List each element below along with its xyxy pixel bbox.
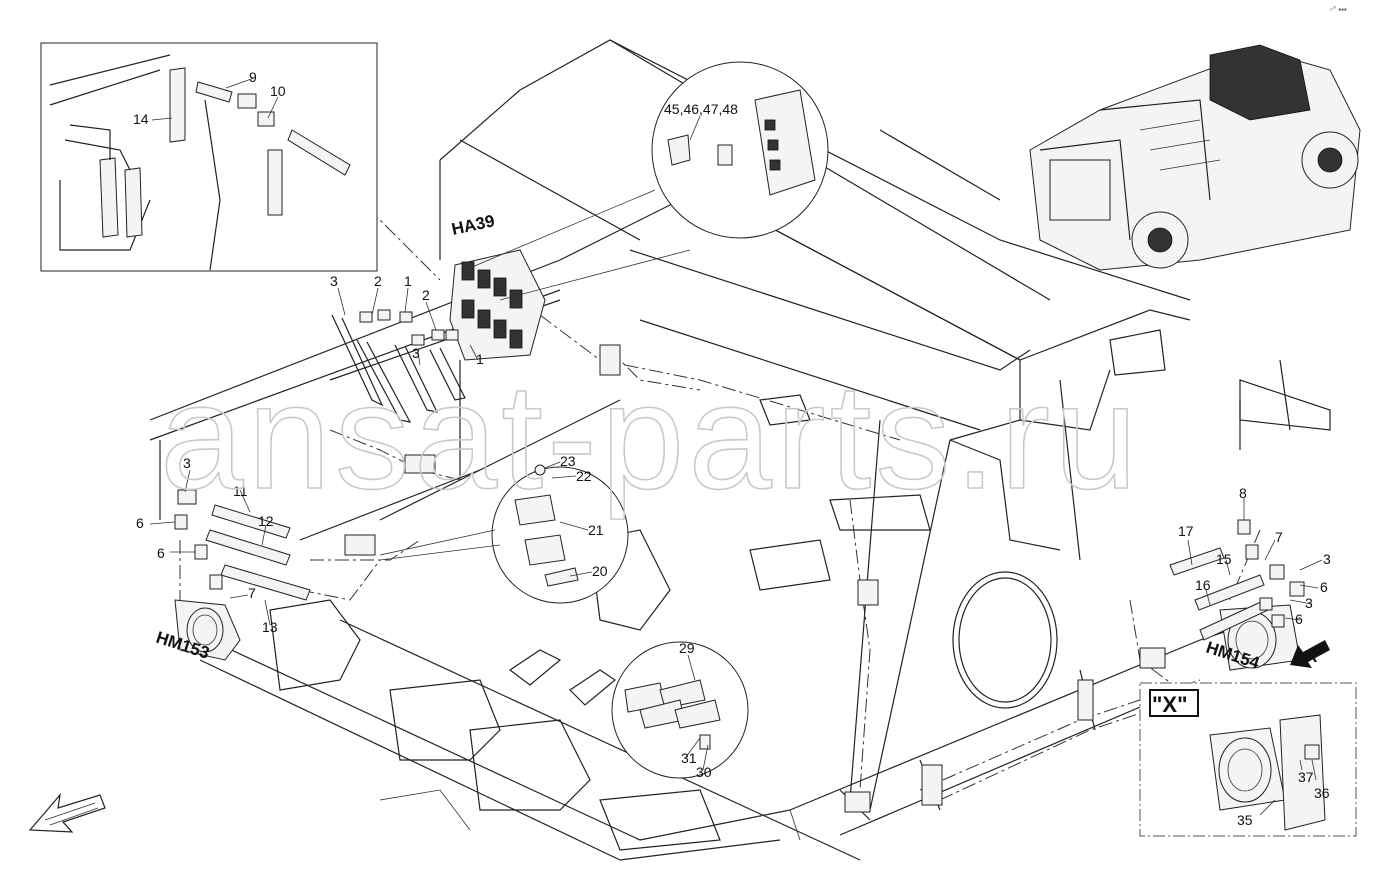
callout: 37 xyxy=(1298,769,1314,785)
inset-hose-detail xyxy=(40,42,378,272)
callout: 2 xyxy=(422,287,430,303)
callout: 13 xyxy=(262,619,278,635)
detail-view-x xyxy=(1139,682,1357,837)
callout: 15 xyxy=(1216,551,1232,567)
callout: 22 xyxy=(576,468,592,484)
label-valve-block: HA39 xyxy=(450,211,496,239)
callout: 23 xyxy=(560,453,576,469)
callout: 3 xyxy=(412,345,420,361)
callout: 3 xyxy=(1323,551,1331,567)
inset-clamp-detail xyxy=(611,641,749,779)
callout: 14 xyxy=(133,111,149,127)
callout: 2 xyxy=(374,273,382,289)
callout: 7 xyxy=(1275,529,1283,545)
callout: 6 xyxy=(1295,611,1303,627)
direction-arrow-icon xyxy=(28,793,106,833)
label-view-marker: X xyxy=(1306,647,1318,666)
inset-connector-detail xyxy=(464,61,829,301)
callout: 11 xyxy=(233,483,248,499)
label-detail-view: "X" xyxy=(1152,692,1188,717)
callout-numbers: 3 2 1 2 3 1 9 10 14 3 6 6 11 12 13 7 23 … xyxy=(133,69,1331,828)
machine-overview-image xyxy=(1029,44,1361,271)
callout-leaders xyxy=(149,77,1323,816)
callout: 20 xyxy=(592,563,608,579)
view-x-arrow-icon xyxy=(1290,640,1330,668)
hose-set-right xyxy=(1169,519,1305,641)
callout: 35 xyxy=(1237,812,1253,828)
callout: 3 xyxy=(1305,595,1313,611)
callout: 3 xyxy=(330,273,338,289)
callout: 1 xyxy=(476,351,484,367)
callout: 21 xyxy=(588,522,604,538)
callout: 6 xyxy=(157,545,165,561)
callout: 31 xyxy=(681,750,697,766)
valve-block xyxy=(449,249,546,361)
callout: 29 xyxy=(679,640,695,656)
callout: 45,46,47,48 xyxy=(664,101,738,117)
machine-frame xyxy=(149,39,1331,861)
hose-set-left xyxy=(174,489,311,601)
callout: 36 xyxy=(1314,785,1330,801)
callout: 3 xyxy=(183,455,191,471)
callout: 7 xyxy=(248,585,256,601)
page-marker: ▫° ▪▪▪ xyxy=(1330,5,1347,14)
callout: 6 xyxy=(1320,579,1328,595)
callout: 12 xyxy=(258,513,274,529)
inset-bracket-detail xyxy=(379,464,629,604)
callout: 1 xyxy=(404,273,412,289)
callout: 17 xyxy=(1178,523,1194,539)
callout: 10 xyxy=(270,83,286,99)
motor-hm153 xyxy=(174,599,241,661)
hose-set-center xyxy=(331,309,466,423)
callout: 8 xyxy=(1239,485,1247,501)
watermark: ansat-parts.ru xyxy=(160,352,1141,520)
callout: 16 xyxy=(1195,577,1211,593)
callout: 9 xyxy=(249,69,257,85)
callout: 30 xyxy=(696,764,712,780)
callout: 6 xyxy=(136,515,144,531)
